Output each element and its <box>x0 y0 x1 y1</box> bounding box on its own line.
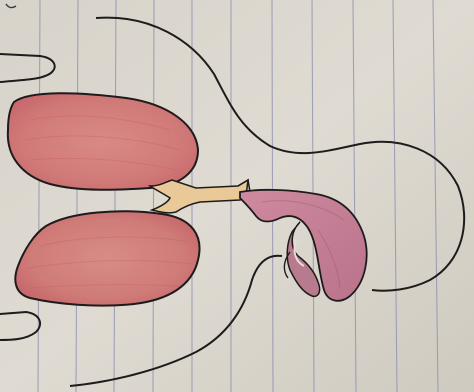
drawing-canvas <box>0 0 474 392</box>
notebook-drawing-photo <box>0 0 474 392</box>
